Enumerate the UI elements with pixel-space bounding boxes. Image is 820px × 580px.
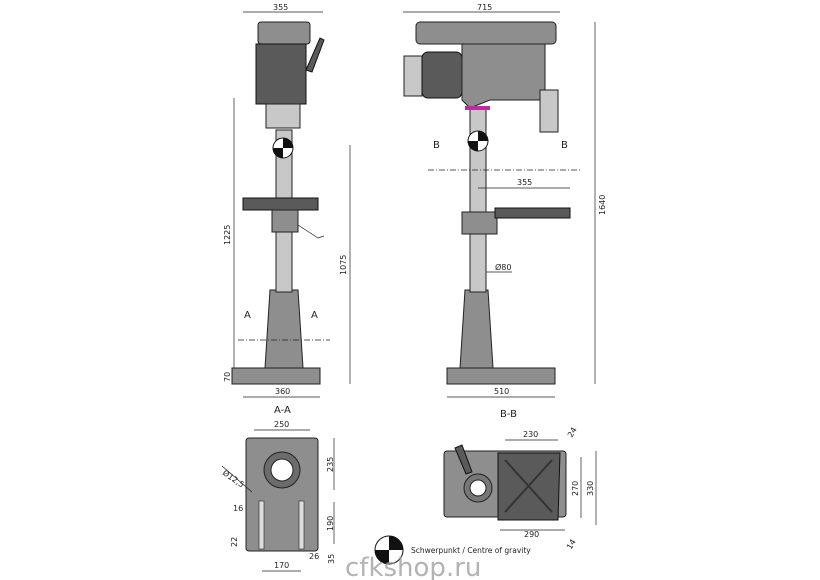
section-a-a: A-A 250 235 Ø12,5 16 190 22 170 26 35 xyxy=(221,405,336,572)
section-mark-b-right: B xyxy=(561,140,568,151)
slot-right xyxy=(298,500,305,550)
dim-a-edge-offset: 35 xyxy=(327,554,336,564)
dim-side-total-height: 1640 xyxy=(598,195,607,215)
dim-side-width-top: 715 xyxy=(477,3,492,12)
dim-a-hole-diameter: Ø12,5 xyxy=(221,467,246,489)
dim-b-table-width: 230 xyxy=(523,430,538,439)
front-cog-icon xyxy=(272,137,294,159)
side-table-bracket xyxy=(461,211,498,235)
watermark: cfkshop.ru xyxy=(345,553,481,580)
side-head xyxy=(461,43,546,109)
dim-front-base-width: 360 xyxy=(275,387,290,396)
front-table-bracket xyxy=(271,209,299,233)
dim-a-slot-gap: 26 xyxy=(309,552,319,561)
dim-b-table-length: 290 xyxy=(524,530,539,539)
front-head-top xyxy=(257,21,311,45)
front-base xyxy=(231,367,321,385)
legend-label: Schwerpunkt / Centre of gravity xyxy=(411,546,531,555)
front-spindle-housing xyxy=(265,103,301,129)
section-mark-a-right: A xyxy=(311,310,318,321)
dim-front-height-table: 1225 xyxy=(223,225,232,245)
front-crank xyxy=(297,224,325,239)
front-feed-handle xyxy=(305,37,325,73)
dim-b-slot-span: 270 xyxy=(571,481,580,496)
side-table xyxy=(494,207,571,219)
side-view: 715 1640 355 Ø80 510 B B xyxy=(403,3,607,398)
section-mark-a-left: A xyxy=(244,310,251,321)
dim-a-slot-width: 16 xyxy=(233,504,243,513)
dim-front-base-height: 70 xyxy=(223,372,232,382)
dim-a-slot-spacing: 170 xyxy=(274,561,289,570)
dim-a-slot-offset: 22 xyxy=(230,537,239,547)
dim-a-depth: 235 xyxy=(326,457,335,472)
section-mark-b-left: B xyxy=(433,140,440,151)
section-b-b: B-B 230 24 270 330 290 14 xyxy=(443,409,597,551)
front-head xyxy=(255,43,307,105)
side-head-top xyxy=(415,21,557,45)
side-base xyxy=(446,367,556,385)
dim-front-width-top: 355 xyxy=(273,3,288,12)
dim-b-corner-top: 24 xyxy=(566,426,579,439)
dim-front-height-spindle: 1075 xyxy=(339,255,348,275)
dim-side-base-width: 510 xyxy=(494,387,509,396)
dim-a-width: 250 xyxy=(274,420,289,429)
side-motor xyxy=(421,51,463,99)
side-column-sleeve xyxy=(459,289,494,369)
dim-b-table-depth: 330 xyxy=(586,481,595,496)
side-spindle xyxy=(539,89,559,133)
centre-of-gravity-icon xyxy=(374,535,404,565)
legend: Schwerpunkt / Centre of gravity xyxy=(374,535,531,565)
side-motor-cap xyxy=(403,55,423,97)
front-view: 355 1225 1075 70 360 A A xyxy=(223,3,351,398)
section-a-title: A-A xyxy=(274,405,291,416)
slot-left xyxy=(258,500,265,550)
front-column-sleeve xyxy=(264,289,304,369)
dim-side-table-reach: 355 xyxy=(517,178,532,187)
front-table xyxy=(242,197,319,211)
dim-b-corner-bottom: 14 xyxy=(565,538,578,551)
dim-a-slot-length: 190 xyxy=(326,516,335,531)
side-color-band xyxy=(465,106,490,110)
dim-side-column-diameter: Ø80 xyxy=(495,262,511,272)
side-cog-icon xyxy=(467,130,489,152)
section-b-title: B-B xyxy=(500,409,517,420)
clamp-lever xyxy=(454,444,473,475)
